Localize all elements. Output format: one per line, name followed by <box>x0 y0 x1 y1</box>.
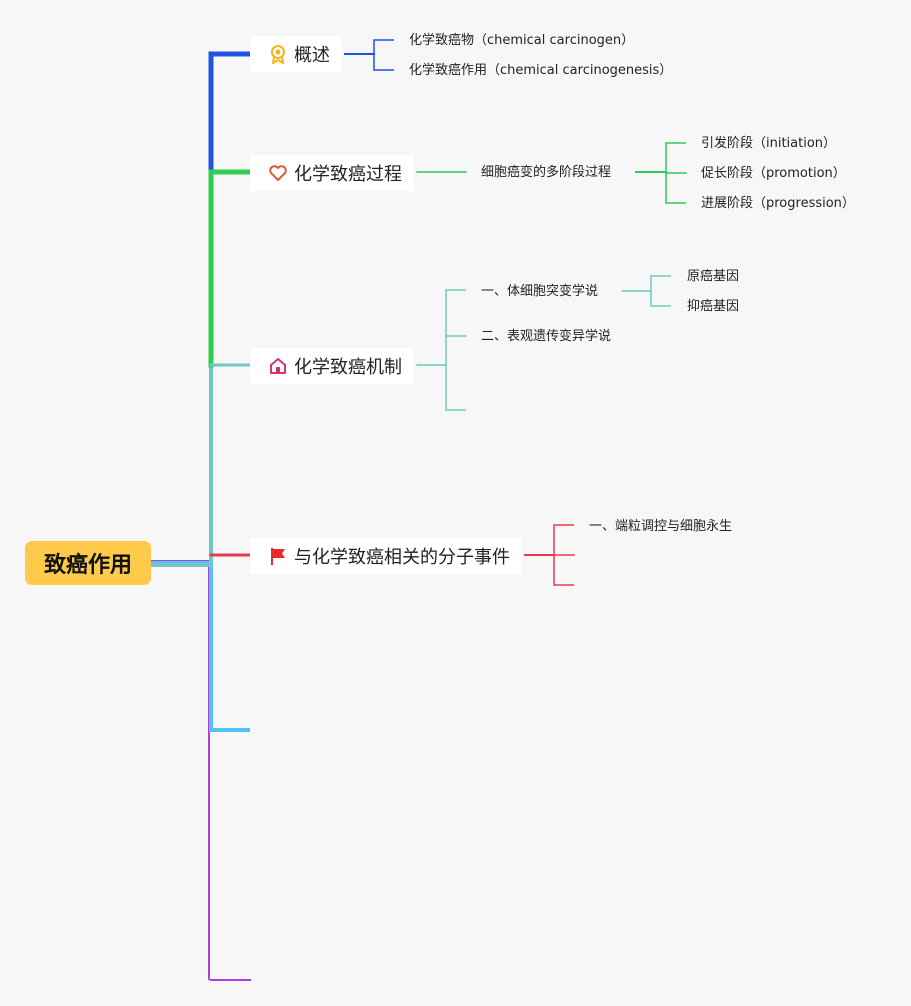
award-ribbon-icon <box>268 44 288 64</box>
leaf-initiation[interactable]: 引发阶段（initiation） <box>701 136 837 151</box>
leaf-tumor-suppressor[interactable]: 抑癌基因 <box>687 299 740 314</box>
trunk-lightblue <box>151 561 250 732</box>
heart-icon <box>268 163 288 183</box>
branch-label-mechanism: 化学致癌机制 <box>294 357 402 378</box>
branch-label-molecular-events: 与化学致癌相关的分子事件 <box>294 547 510 568</box>
trunk-teal <box>151 365 213 567</box>
house-icon <box>268 356 288 376</box>
branch-node-molecular-events[interactable]: 与化学致癌相关的分子事件 <box>250 538 522 574</box>
leaf-chemical-carcinogen[interactable]: 化学致癌物（chemical carcinogen） <box>409 33 635 48</box>
overview-bracket <box>373 39 394 71</box>
leaf-multistage-process[interactable]: 细胞癌变的多阶段过程 <box>481 165 612 180</box>
genes-bracket <box>650 275 671 307</box>
branch-label-overview: 概述 <box>294 45 330 66</box>
leaf-chemical-carcinogenesis[interactable]: 化学致癌作用（chemical carcinogenesis） <box>409 63 673 78</box>
root-node[interactable]: 致癌作用 <box>25 541 151 585</box>
leaf-oncogene[interactable]: 原癌基因 <box>687 269 740 284</box>
leaf-promotion[interactable]: 促长阶段（promotion） <box>701 166 846 181</box>
mechanism-bracket <box>445 289 466 411</box>
leaf-telomere-immortality[interactable]: 一、端粒调控与细胞永生 <box>589 519 733 534</box>
trunk-purple <box>151 560 210 980</box>
leaf-somatic-mutation-theory[interactable]: 一、体细胞突变学说 <box>481 284 599 299</box>
flag-icon <box>268 546 288 566</box>
leaf-epigenetic-theory[interactable]: 二、表观遗传变异学说 <box>481 329 612 344</box>
branch-node-overview[interactable]: 概述 <box>250 36 342 72</box>
branch-node-process[interactable]: 化学致癌过程 <box>250 155 414 191</box>
branch-node-mechanism[interactable]: 化学致癌机制 <box>250 348 414 384</box>
branch-label-process: 化学致癌过程 <box>294 164 402 185</box>
leaf-progression[interactable]: 进展阶段（progression） <box>701 196 855 211</box>
